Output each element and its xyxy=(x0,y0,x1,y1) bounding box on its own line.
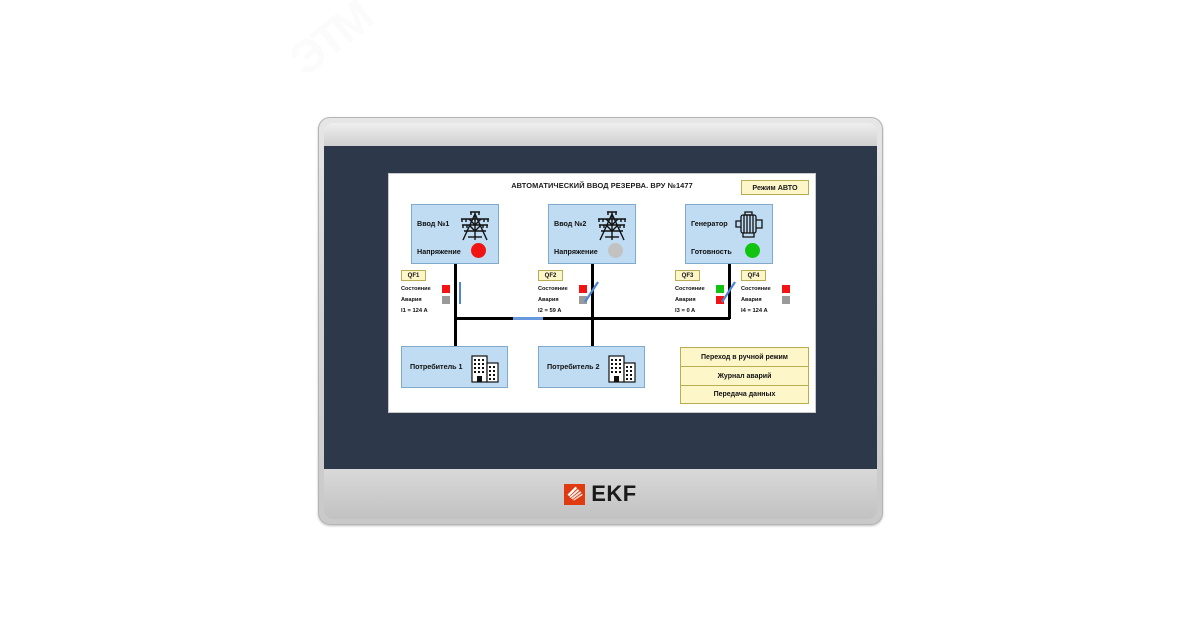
source-status-lamp xyxy=(745,243,760,258)
source-status-lamp xyxy=(608,243,623,258)
breaker-symbol-qf3-open[interactable] xyxy=(719,280,739,304)
breaker-tag: QF2 xyxy=(538,270,563,281)
page-title: АВТОМАТИЧЕСКИЙ ВВОД РЕЗЕРВА. ВРУ №1477 xyxy=(511,181,693,190)
breaker-current-value: I3 = 0 A xyxy=(675,308,696,314)
consumer-name-label: Потребитель 2 xyxy=(547,362,600,371)
source-name-label: Ввод №1 xyxy=(417,219,450,228)
breaker-fault-indicator xyxy=(716,296,724,304)
breaker-current-value: I4 = 124 A xyxy=(741,308,768,314)
ekf-logo-icon xyxy=(564,483,586,505)
source-name-label: Генератор xyxy=(691,219,728,228)
breaker-fault-label: Авария xyxy=(401,297,422,303)
breaker-symbol-qf1-closed[interactable] xyxy=(459,282,461,304)
power-pylon-icon xyxy=(458,210,492,242)
breaker-fault-label: Авария xyxy=(538,297,559,303)
source-panel-input-2[interactable]: Ввод №2 xyxy=(548,204,636,264)
fault-log-button[interactable]: Журнал аварий xyxy=(680,366,809,385)
buildings-icon xyxy=(470,352,500,383)
power-pylon-icon xyxy=(595,210,629,242)
breaker-fault-label: Авария xyxy=(741,297,762,303)
source-name-label: Ввод №2 xyxy=(554,219,587,228)
breaker-fault-indicator xyxy=(782,296,790,304)
breaker-state-label: Состояние xyxy=(401,286,431,292)
breaker-symbol-qf2-open[interactable] xyxy=(582,280,602,304)
breaker-fault-row: Авария xyxy=(538,296,587,304)
breaker-current-value: I1 = 124 A xyxy=(401,308,428,314)
action-button-group: Переход в ручной режим Журнал аварий Пер… xyxy=(680,347,809,404)
generator-icon xyxy=(732,210,766,242)
breaker-state-indicator xyxy=(782,285,790,293)
brand-logo: EKF xyxy=(564,481,637,507)
buildings-icon xyxy=(607,352,637,383)
breaker-state-row: Состояние xyxy=(401,285,450,293)
source-param-label: Готовность xyxy=(691,247,732,256)
breaker-fault-label: Авария xyxy=(675,297,696,303)
breaker-state-label: Состояние xyxy=(538,286,568,292)
source-status-lamp xyxy=(471,243,486,258)
breaker-fault-row: Авария xyxy=(675,296,724,304)
breaker-state-label: Состояние xyxy=(675,286,705,292)
brand-logo-text: EKF xyxy=(591,481,637,506)
breaker-state-indicator xyxy=(579,285,587,293)
breaker-block-qf3[interactable]: QF3 Состояние Авария I3 = 0 A xyxy=(675,270,751,318)
breaker-state-row: Состояние xyxy=(538,285,587,293)
breaker-block-qf4[interactable]: QF4 Состояние Авария I4 = 124 A xyxy=(741,270,817,318)
breaker-state-row: Состояние xyxy=(675,285,724,293)
breaker-tag: QF3 xyxy=(675,270,700,281)
hmi-display: АВТОМАТИЧЕСКИЙ ВВОД РЕЗЕРВА. ВРУ №1477 Р… xyxy=(388,173,816,413)
breaker-state-indicator xyxy=(442,285,450,293)
consumer-panel-1[interactable]: Потребитель 1 xyxy=(401,346,508,388)
breaker-tag: QF4 xyxy=(741,270,766,281)
breaker-fault-row: Авария xyxy=(741,296,790,304)
data-transfer-button[interactable]: Передача данных xyxy=(680,385,809,404)
breaker-current-value: I2 = 59 A xyxy=(538,308,562,314)
manual-mode-button[interactable]: Переход в ручной режим xyxy=(680,347,809,366)
device-bezel-top xyxy=(324,123,877,146)
breaker-tag: QF1 xyxy=(401,270,426,281)
breaker-fault-row: Авария xyxy=(401,296,450,304)
breaker-block-qf1[interactable]: QF1 Состояние Авария I1 = 124 A xyxy=(401,270,477,318)
breaker-fault-indicator xyxy=(442,296,450,304)
mode-auto-button[interactable]: Режим АВТО xyxy=(741,180,809,195)
source-param-label: Напряжение xyxy=(417,247,461,256)
breaker-fault-indicator xyxy=(579,296,587,304)
feeder-line-input-1 xyxy=(454,264,457,319)
display-title-row: АВТОМАТИЧЕСКИЙ ВВОД РЕЗЕРВА. ВРУ №1477 Р… xyxy=(389,180,815,196)
consumer-panel-2[interactable]: Потребитель 2 xyxy=(538,346,645,388)
device-bezel-bottom: EKF xyxy=(324,469,877,519)
breaker-state-row: Состояние xyxy=(741,285,790,293)
breaker-state-label: Состояние xyxy=(741,286,771,292)
watermark: ЭТМ xyxy=(279,0,381,86)
bus-tie-segment xyxy=(513,317,543,320)
consumer-line-2 xyxy=(591,317,594,347)
source-panel-input-1[interactable]: Ввод №1 xyxy=(411,204,499,264)
source-panel-generator[interactable]: Генератор Готовность xyxy=(685,204,773,264)
breaker-state-indicator xyxy=(716,285,724,293)
source-param-label: Напряжение xyxy=(554,247,598,256)
consumer-name-label: Потребитель 1 xyxy=(410,362,463,371)
consumer-line-1 xyxy=(454,317,457,347)
breaker-block-qf2[interactable]: QF2 Состояние Авария I2 = 59 A xyxy=(538,270,614,318)
